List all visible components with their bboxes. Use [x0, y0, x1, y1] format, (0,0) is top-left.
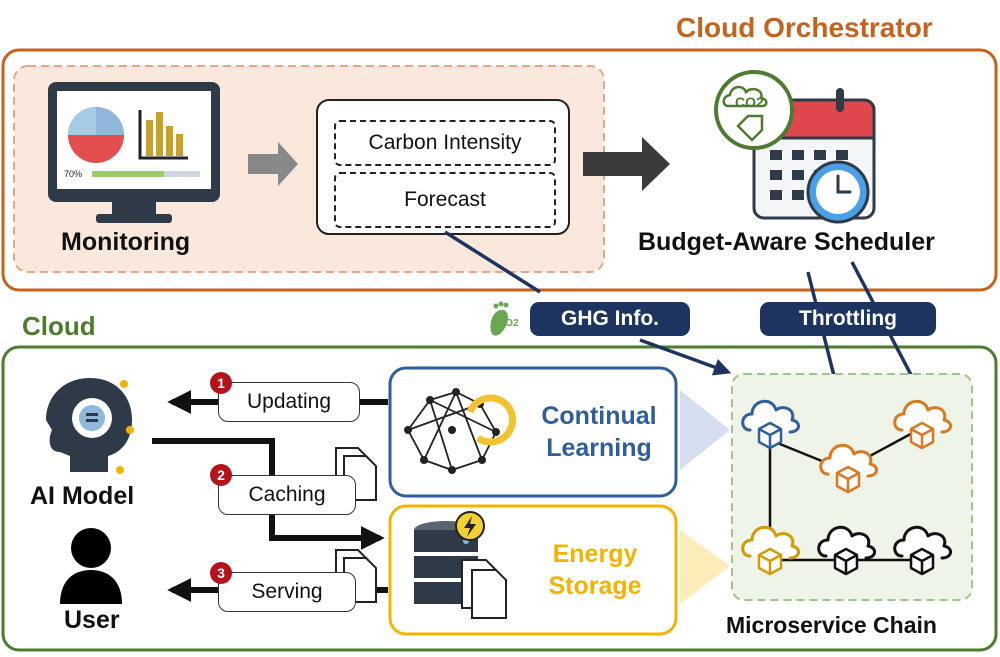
energy-storage-line2: Storage [548, 572, 642, 600]
step-caching: Caching [218, 475, 356, 515]
co2-tag-icon [714, 70, 794, 150]
step-badge-3: 3 [210, 562, 232, 584]
scheduler-label: Budget-Aware Scheduler [638, 228, 935, 256]
arrow-forecast-to-scheduler [583, 137, 670, 191]
cloud-title: Cloud [22, 311, 96, 341]
ghg-info-pill: GHG Info. [530, 302, 690, 336]
user-icon [60, 528, 122, 604]
continual-learning-label: Continual Learning [524, 400, 674, 464]
step-badge-2: 2 [210, 464, 232, 486]
learning-projection [680, 390, 730, 470]
step-updating-label: Updating [246, 390, 332, 413]
monitoring-label: Monitoring [61, 228, 191, 256]
refresh-icon [466, 394, 516, 446]
storage-document-icon [461, 559, 507, 619]
ghg-info-label: GHG Info. [561, 307, 659, 330]
lightning-badge-icon [455, 511, 485, 541]
forecast-label: Forecast [404, 188, 486, 211]
energy-storage-line1: Energy [552, 540, 638, 568]
step-badge-1: 1 [210, 372, 232, 394]
footprint-icon [490, 301, 509, 336]
clock-icon [806, 160, 870, 224]
continual-learning-panel [388, 366, 678, 498]
ghg-flow-line [444, 230, 541, 294]
ai-model-label: AI Model [30, 482, 135, 510]
user-label: User [64, 606, 120, 634]
orchestrator-title: Cloud Orchestrator [676, 12, 933, 43]
forecast-box: Forecast [334, 172, 556, 228]
microservice-chain-label: Microservice Chain [726, 612, 937, 638]
step-updating: Updating [218, 382, 360, 422]
footprint-co2-label: CO2 [498, 318, 519, 329]
ghg-flow-line-2 [639, 338, 732, 376]
monitor-icon [48, 82, 220, 223]
step-caching-label: Caching [248, 483, 326, 506]
carbon-intensity-label: Carbon Intensity [368, 131, 522, 154]
energy-storage-label: Energy Storage [520, 538, 670, 602]
co2-tag-label: CO2 [735, 94, 764, 110]
step-serving: Serving [218, 572, 356, 612]
step-serving-label: Serving [251, 580, 323, 603]
monitor-percent: 70% [64, 169, 83, 179]
ai-head-icon [46, 378, 134, 474]
throttling-pill: Throttling [760, 302, 936, 336]
storage-projection [680, 530, 730, 604]
continual-learning-line1: Continual [541, 402, 657, 430]
continual-learning-line2: Learning [546, 434, 652, 462]
carbon-intensity-box: Carbon Intensity [334, 120, 556, 166]
throttling-label: Throttling [799, 307, 897, 330]
arrow-monitor-to-forecast [248, 142, 298, 186]
